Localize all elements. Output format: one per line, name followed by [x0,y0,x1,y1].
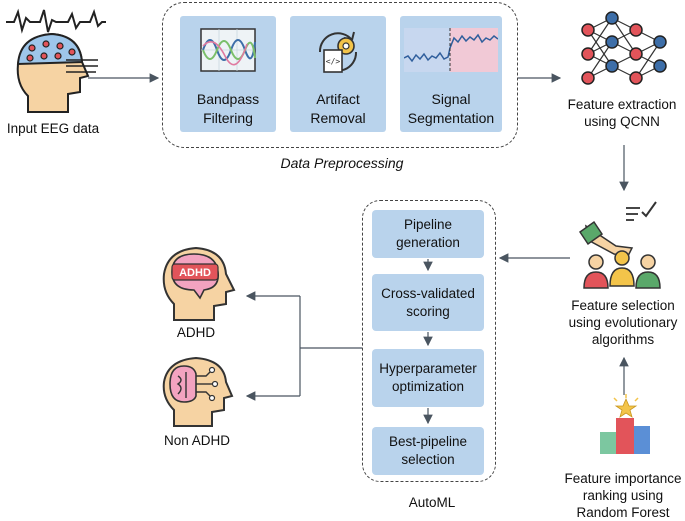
feature-selection-label: Feature selection using evolutionary alg… [548,297,685,348]
feature-ranking-line1: Feature importance [564,471,682,486]
artifact-removal-box: </> Artifact Removal [290,16,386,132]
waveform-icon [200,28,256,72]
ranking-bar-chart-icon [600,394,650,454]
feature-ranking-line2: ranking using [582,488,664,503]
bandpass-line2: Filtering [203,110,253,126]
segmentation-line2: Segmentation [407,110,495,126]
automl-container [362,200,496,482]
bandpass-filtering-box: Bandpass Filtering [180,16,276,132]
non-adhd-head-icon [162,356,234,427]
bandpass-line1: Bandpass [196,91,260,107]
best-pipeline-selection-box: Best-pipeline selection [372,427,484,475]
input-eeg-label: Input EEG data [6,121,100,136]
adhd-head-icon: ADHD [162,246,236,321]
artifact-gear-icon: </> [318,31,358,73]
pipeline-generation-box: Pipeline generation [372,210,484,258]
segmented-signal-icon [404,28,498,72]
cross-validated-scoring-box: Cross-validated scoring [372,274,484,331]
feature-extraction-line2: using QCNN [584,114,660,129]
pipeline-line2: generation [396,235,460,250]
hyperparameter-line1: Hyperparameter [379,361,477,376]
eeg-head-icon [6,8,106,113]
hyperparameter-line2: optimization [391,379,465,394]
automl-to-outputs-connector [299,296,362,396]
adhd-label: ADHD [176,325,216,340]
preprocessing-container [162,2,518,148]
best-pipeline-line1: Best-pipeline [388,434,468,449]
artifact-line2: Removal [310,110,366,126]
feature-extraction-label: Feature extraction using QCNN [554,96,685,130]
adhd-badge-text: ADHD [179,267,211,279]
segmentation-line1: Signal [431,91,471,107]
feature-extraction-line1: Feature extraction [567,97,677,112]
pipeline-line1: Pipeline [403,217,453,232]
feature-selection-line3: algorithms [591,332,655,347]
hyperparameter-optimization-box: Hyperparameter optimization [372,349,484,407]
preprocessing-title: Data Preprocessing [280,155,404,171]
svg-text:</>: </> [326,57,341,66]
scoring-line1: Cross-validated [381,285,475,301]
artifact-line1: Artifact [316,91,360,107]
best-pipeline-line2: selection [401,452,455,467]
neural-network-icon [581,11,667,85]
non-adhd-label: Non ADHD [163,433,231,448]
automl-title: AutoML [408,495,456,510]
scoring-line2: scoring [406,303,450,319]
signal-segmentation-box: Signal Segmentation [400,16,502,132]
feature-selection-line1: Feature selection [571,298,675,313]
feature-ranking-label: Feature importance ranking using Random … [550,470,685,521]
feature-selection-icon [578,201,661,289]
feature-ranking-line3: Random Forest [576,505,670,520]
feature-selection-line2: using evolutionary [568,315,678,330]
